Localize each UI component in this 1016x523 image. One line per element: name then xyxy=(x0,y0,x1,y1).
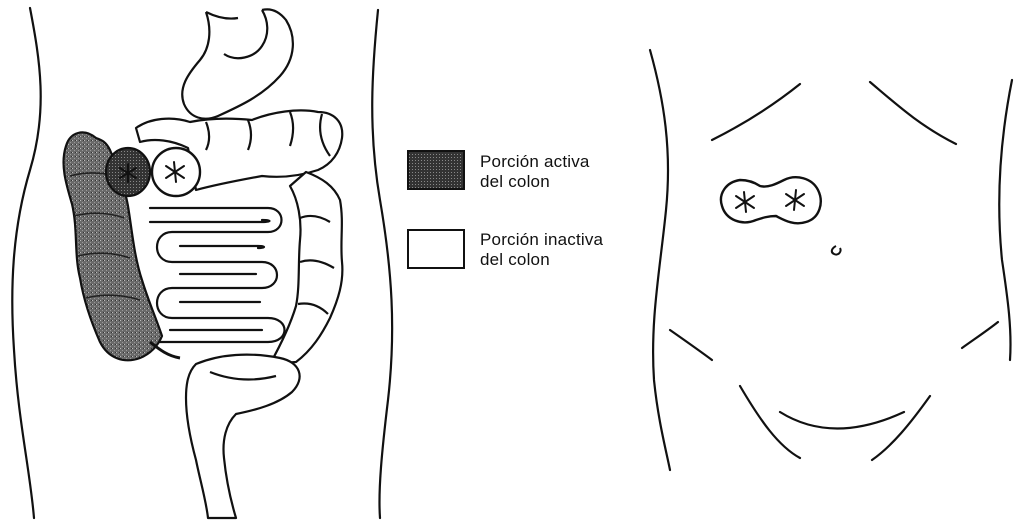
right-hip-crease xyxy=(962,322,998,348)
legend-active-line1: Porción activa xyxy=(480,152,590,172)
right-torso-left-edge xyxy=(650,50,670,470)
stomach xyxy=(182,9,293,118)
left-groin-crease xyxy=(740,386,800,458)
left-torso-right-edge xyxy=(372,10,392,518)
left-rib-crease xyxy=(712,84,800,140)
legend-active-label: Porción activa del colon xyxy=(480,152,590,192)
left-hip-crease xyxy=(670,330,712,360)
small-intestine xyxy=(150,208,285,342)
legend-swatch-active xyxy=(408,151,464,189)
right-torso-right-edge xyxy=(999,80,1012,360)
legend-inactive-line2: del colon xyxy=(480,250,603,270)
rectum xyxy=(186,355,300,518)
pubic-curve xyxy=(780,412,904,429)
legend-swatch-inactive xyxy=(408,230,464,268)
legend-active-line2: del colon xyxy=(480,172,590,192)
right-rib-crease xyxy=(870,82,956,144)
navel-icon xyxy=(832,246,841,255)
legend-inactive-label: Porción inactiva del colon xyxy=(480,230,603,270)
right-groin-crease xyxy=(872,396,930,460)
descending-colon xyxy=(270,172,342,364)
stoma-inactive-end xyxy=(152,148,200,196)
stoma-active-end xyxy=(106,148,150,196)
right-torso-outline xyxy=(650,50,1012,470)
left-torso-left-edge xyxy=(12,8,40,518)
stoma-double-barrel-right xyxy=(721,177,821,223)
legend-inactive-line1: Porción inactiva xyxy=(480,230,603,250)
ascending-colon-tail xyxy=(150,342,180,358)
